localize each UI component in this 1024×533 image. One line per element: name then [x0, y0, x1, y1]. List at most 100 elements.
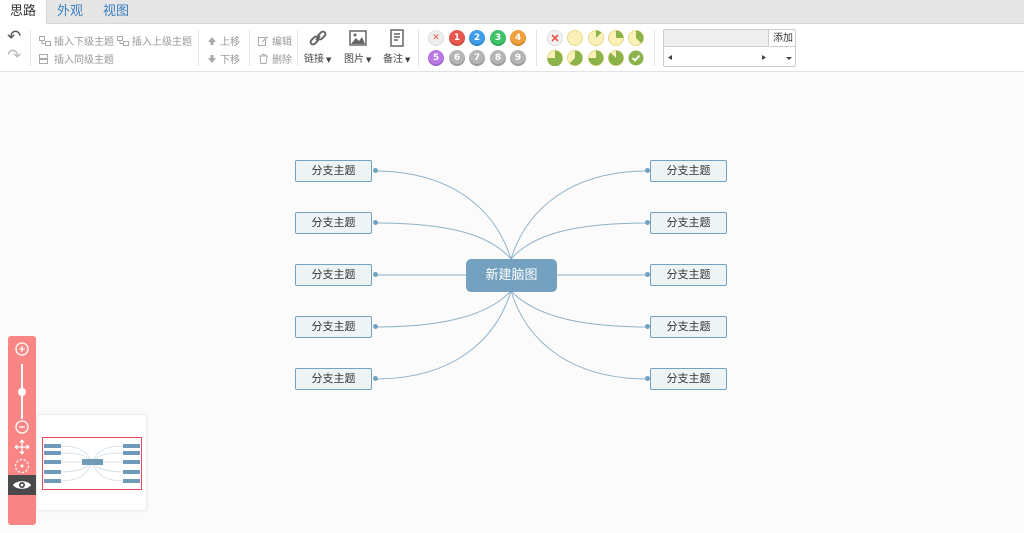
- connector-line: [510, 290, 649, 328]
- branch-topic[interactable]: 分支主题: [650, 316, 727, 338]
- branch-topic[interactable]: 分支主题: [295, 160, 372, 182]
- resource-scrollbar[interactable]: [664, 48, 795, 67]
- insert-child-icon: [39, 35, 51, 46]
- progress-5-icon[interactable]: [567, 50, 583, 66]
- locate-icon[interactable]: [14, 458, 30, 474]
- progress-3-icon[interactable]: [628, 30, 644, 46]
- expander-dot[interactable]: [645, 220, 650, 225]
- divider: [654, 30, 655, 66]
- branch-topic[interactable]: 分支主题: [650, 160, 727, 182]
- divider: [297, 30, 298, 66]
- expander-dot[interactable]: [373, 376, 378, 381]
- arrow-up-icon: [207, 36, 217, 46]
- tab-bar: 思路 外观 视图: [0, 0, 1024, 25]
- progress-done-icon[interactable]: [628, 50, 644, 66]
- delete-button[interactable]: 删除: [258, 51, 292, 66]
- branch-topic[interactable]: 分支主题: [650, 368, 727, 390]
- link-button[interactable]: 链接▼: [304, 28, 331, 65]
- progress-6-icon[interactable]: [588, 50, 604, 66]
- move-up-button[interactable]: 上移: [207, 33, 240, 48]
- connector-line: [374, 222, 512, 260]
- expander-dot[interactable]: [645, 376, 650, 381]
- progress-2-icon[interactable]: [608, 30, 624, 46]
- connector-line: [374, 170, 512, 260]
- move-down-button[interactable]: 下移: [207, 51, 240, 66]
- chevron-down-icon: ▼: [326, 56, 332, 64]
- divider: [536, 30, 537, 66]
- root-topic[interactable]: 新建脑图: [466, 259, 557, 292]
- priority-3-icon[interactable]: 3: [490, 30, 506, 46]
- branch-topic[interactable]: 分支主题: [650, 264, 727, 286]
- branch-topic[interactable]: 分支主题: [650, 212, 727, 234]
- branch-topic[interactable]: 分支主题: [295, 316, 372, 338]
- tab-thinking[interactable]: 思路: [0, 0, 48, 25]
- chevron-down-icon: ▼: [366, 56, 372, 64]
- resource-input[interactable]: [664, 30, 769, 47]
- add-button[interactable]: 添加: [770, 30, 796, 47]
- progress-0-icon[interactable]: [567, 30, 583, 46]
- priority-5-icon[interactable]: 5: [428, 50, 444, 66]
- expander-dot[interactable]: [645, 272, 650, 277]
- branch-topic[interactable]: 分支主题: [295, 264, 372, 286]
- connector-line: [510, 170, 649, 260]
- mindmap-canvas[interactable]: [0, 73, 1024, 533]
- edit-label: 编辑: [272, 37, 292, 48]
- remove-priority-icon[interactable]: ✕: [428, 30, 444, 46]
- priority-2-icon[interactable]: 2: [469, 30, 485, 46]
- priority-8-icon[interactable]: 8: [490, 50, 506, 66]
- zoom-slider-thumb[interactable]: [18, 388, 26, 396]
- note-button[interactable]: 备注▼: [383, 28, 410, 65]
- move-down-label: 下移: [220, 55, 240, 66]
- expander-dot[interactable]: [373, 220, 378, 225]
- eye-icon: [13, 481, 31, 489]
- link-label: 链接: [304, 54, 324, 65]
- zoom-out-icon[interactable]: [14, 419, 30, 435]
- connector-line: [374, 290, 512, 380]
- move-icon[interactable]: [14, 439, 30, 455]
- redo-icon[interactable]: ↷: [7, 46, 22, 66]
- image-icon: [348, 30, 367, 46]
- edit-button[interactable]: 编辑: [258, 33, 292, 48]
- expander-dot[interactable]: [373, 168, 378, 173]
- insert-parent-label: 插入上级主题: [132, 37, 192, 48]
- priority-4-icon[interactable]: 4: [510, 30, 526, 46]
- remove-progress-icon[interactable]: [547, 30, 563, 46]
- expander-dot[interactable]: [645, 324, 650, 329]
- connector-line: [510, 290, 649, 380]
- edit-icon: [258, 35, 269, 46]
- tab-appearance[interactable]: 外观: [57, 4, 84, 19]
- minimap-toggle-button[interactable]: [8, 475, 36, 495]
- insert-sibling-icon: [39, 53, 48, 64]
- tab-view[interactable]: 视图: [103, 4, 130, 19]
- expander-dot[interactable]: [373, 272, 378, 277]
- image-button[interactable]: 图片▼: [344, 28, 371, 65]
- undo-icon[interactable]: ↶: [7, 27, 22, 47]
- note-label: 备注: [383, 54, 403, 65]
- branch-topic[interactable]: 分支主题: [295, 368, 372, 390]
- move-up-label: 上移: [220, 37, 240, 48]
- minimap-viewport[interactable]: [42, 437, 142, 490]
- insert-child-button[interactable]: 插入下级主题: [39, 33, 114, 48]
- insert-sibling-button[interactable]: 插入同级主题: [39, 51, 114, 66]
- connector-line: [510, 222, 649, 260]
- progress-4-icon[interactable]: [547, 50, 563, 67]
- insert-parent-button[interactable]: 插入上级主题: [117, 33, 192, 48]
- minimap[interactable]: [36, 414, 147, 511]
- divider: [418, 30, 419, 66]
- priority-7-icon[interactable]: 7: [469, 50, 485, 66]
- insert-parent-icon: [117, 35, 129, 46]
- link-icon: [309, 30, 327, 46]
- progress-1-icon[interactable]: [588, 30, 604, 46]
- expander-dot[interactable]: [645, 168, 650, 173]
- priority-9-icon[interactable]: 9: [510, 50, 526, 66]
- resource-editor: 添加: [663, 29, 796, 67]
- priority-1-icon[interactable]: 1: [449, 30, 465, 46]
- connector-lines: [374, 170, 649, 380]
- expander-dot[interactable]: [373, 324, 378, 329]
- zoom-in-icon[interactable]: [14, 341, 30, 357]
- divider: [249, 30, 250, 66]
- insert-sibling-label: 插入同级主题: [54, 55, 114, 66]
- branch-topic[interactable]: 分支主题: [295, 212, 372, 234]
- progress-7-icon[interactable]: [608, 50, 624, 66]
- priority-6-icon[interactable]: 6: [449, 50, 465, 66]
